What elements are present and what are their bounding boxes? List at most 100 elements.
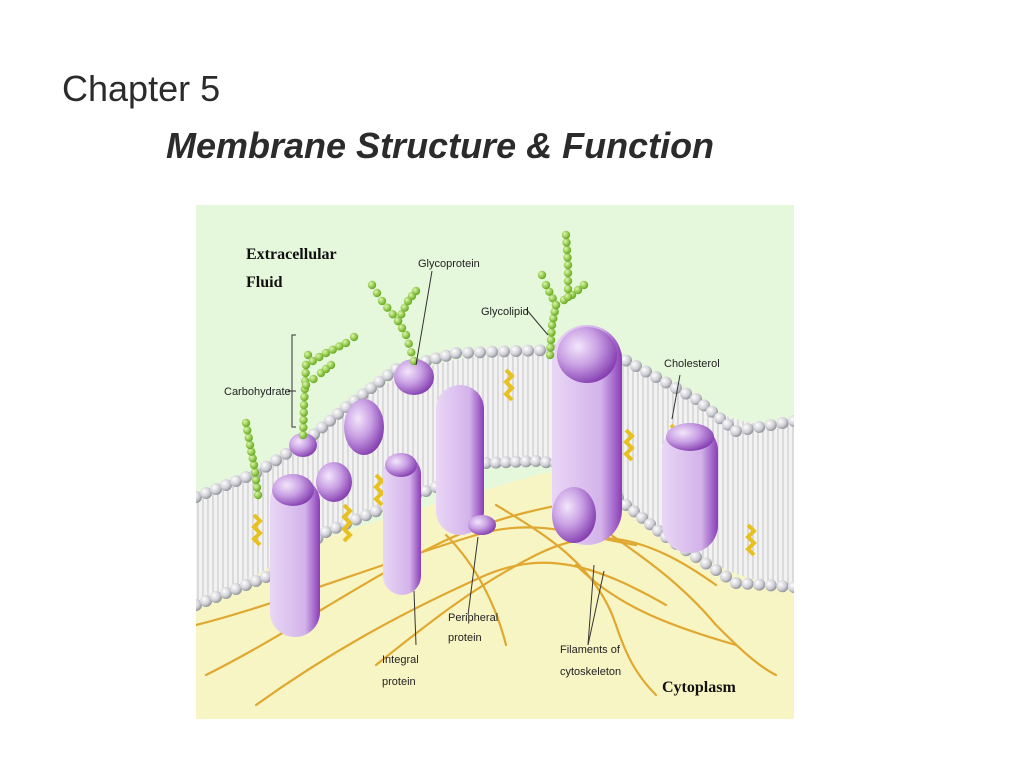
label-leader-lines: [288, 270, 681, 646]
lipid-head: [240, 471, 252, 483]
sugar-bead: [244, 433, 253, 442]
sugar-bead: [562, 238, 571, 247]
sugar-bead: [241, 418, 251, 428]
sugar-bead: [541, 280, 551, 290]
lipid-head: [381, 369, 394, 382]
lipid-head: [730, 577, 742, 589]
lipid-head: [670, 382, 682, 394]
sugar-bead: [561, 230, 571, 240]
glycoprotein-body: [394, 359, 434, 395]
lipid-head: [440, 349, 452, 362]
sugar-bead: [563, 253, 572, 262]
sugar-bead: [315, 352, 324, 362]
lipid-head: [486, 345, 498, 358]
cholesterol-molecules: [251, 368, 757, 557]
lipid-head: [324, 414, 336, 427]
lipid-head: [753, 578, 766, 591]
slide-title: Membrane Structure & Function: [166, 125, 715, 166]
lipid-head: [373, 375, 386, 388]
sugar-bead: [248, 454, 257, 463]
sugar-bead: [301, 360, 311, 370]
filament: [574, 563, 738, 647]
lipid-head: [620, 354, 632, 367]
glycoprotein-label: Glycoprotein: [418, 258, 480, 270]
sugar-bead: [372, 288, 382, 298]
filament: [494, 503, 658, 697]
sugar-bead: [328, 345, 337, 354]
lipid-head: [490, 456, 502, 469]
lipid-head: [360, 509, 372, 522]
lipid-head: [316, 421, 328, 434]
lipid-head: [628, 505, 640, 518]
lipid-head: [200, 595, 212, 607]
sugar-bead: [326, 360, 336, 370]
sugar-bead: [407, 348, 416, 357]
sugar-bead: [299, 400, 309, 410]
lipid-head: [764, 419, 777, 431]
sugar-bead: [247, 447, 256, 456]
sugar-bead: [397, 310, 406, 319]
filament: [374, 537, 718, 667]
sugar-bead: [299, 423, 308, 432]
integral-protein-large: [552, 325, 622, 545]
lipid-head: [741, 577, 754, 590]
lipid-head: [498, 345, 510, 358]
sugar-bead: [377, 296, 387, 306]
sugar-bead: [563, 268, 573, 278]
sugar-bead: [367, 280, 377, 290]
lipid-head: [788, 581, 794, 593]
lipid-head: [540, 456, 552, 469]
sugar-bead: [563, 260, 573, 270]
lipid-head: [230, 475, 242, 487]
membrane-diagram: Extracellular Fluid Glycoprotein Glycoli…: [196, 205, 794, 719]
lipid-head: [640, 365, 652, 378]
sugar-bead: [400, 303, 409, 312]
sugar-bead: [251, 475, 261, 485]
lipid-head: [776, 580, 789, 593]
lipid-head: [660, 376, 672, 389]
sugar-bead: [383, 303, 392, 312]
lipid-head: [200, 487, 212, 499]
lipid-head: [530, 455, 542, 467]
sugar-bead: [411, 286, 421, 296]
lipid-head: [652, 524, 664, 537]
cytoplasm-region: [196, 471, 794, 719]
filaments-label-line1: Filaments of: [560, 644, 621, 656]
sugar-bead: [299, 408, 308, 417]
lipid-head: [462, 346, 474, 359]
lipid-head: [698, 399, 710, 412]
lipid-tails-region: [196, 352, 794, 605]
sugar-bead: [249, 460, 259, 470]
filament: [254, 561, 668, 707]
lipid-head: [370, 505, 382, 518]
filament: [444, 533, 508, 647]
lipid-head: [365, 382, 377, 394]
lipid-head: [260, 460, 272, 473]
sugar-bead: [298, 430, 308, 440]
lipid-head: [240, 579, 252, 591]
lipid-head: [644, 518, 656, 531]
lipid-head: [522, 344, 534, 357]
integral-protein: [383, 453, 421, 595]
sugar-bead: [321, 348, 331, 358]
lipid-head: [636, 511, 648, 524]
sugar-bead: [545, 350, 555, 360]
lipid-head: [500, 456, 512, 469]
lipid-head: [210, 591, 222, 603]
sugar-bead: [341, 338, 351, 348]
cholesterol-molecule: [745, 523, 757, 557]
sugar-bead: [551, 300, 561, 310]
lipid-head: [350, 513, 362, 526]
filaments-label-line2: cytoskeleton: [560, 666, 621, 678]
sugar-bead: [547, 320, 557, 330]
sugar-bead: [388, 310, 397, 319]
peripheral-protein-label-line1: Peripheral: [448, 612, 498, 624]
sugar-bead: [563, 292, 573, 302]
lipid-head: [280, 447, 292, 460]
cytoplasm-label: Cytoplasm: [662, 679, 736, 696]
sugar-bead: [550, 307, 559, 316]
lipid-head: [764, 579, 777, 592]
lipid-head: [510, 455, 522, 468]
sugar-bead: [250, 468, 260, 477]
sugar-bead: [301, 368, 310, 378]
